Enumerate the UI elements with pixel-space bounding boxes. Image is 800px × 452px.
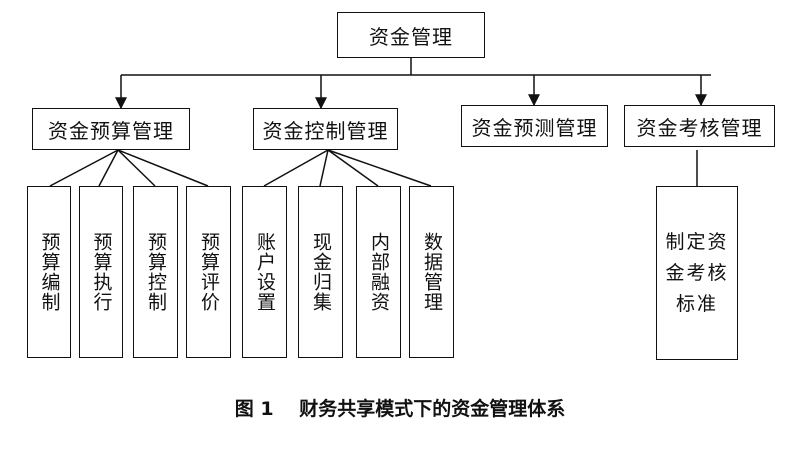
fan-line-control-3 (327, 149, 379, 187)
leaf-budget-execute: 预算执行 (79, 186, 123, 358)
leaf-data-management: 数据管理 (409, 186, 454, 358)
fan-line-budget-1 (49, 149, 119, 187)
fan-line-control-4 (327, 149, 432, 187)
figure-caption: 图 1 财务共享模式下的资金管理体系 (234, 398, 566, 420)
branch-control-box: 资金控制管理 (253, 108, 398, 150)
fan-line-budget-3 (117, 149, 156, 187)
leaf-account-setup: 账户设置 (242, 186, 287, 358)
leaf-cash-pooling: 现金归集 (298, 186, 343, 358)
fan-line-budget-4 (117, 149, 209, 187)
leaf-assess-standard: 制定资金考核标准 (656, 186, 738, 360)
branch-forecast-box: 资金预测管理 (461, 105, 608, 147)
root-box: 资金管理 (337, 12, 485, 58)
fan-line-control-1 (263, 149, 329, 187)
branch-budget-box: 资金预算管理 (32, 108, 190, 150)
fan-line-control-2 (319, 149, 329, 187)
branch-assess-box: 资金考核管理 (624, 105, 775, 147)
leaf-budget-compile: 预算编制 (27, 186, 71, 358)
fan-line-budget-2 (98, 149, 119, 187)
leaf-budget-evaluate: 预算评价 (186, 186, 231, 358)
leaf-budget-control: 预算控制 (133, 186, 178, 358)
leaf-internal-financing: 内部融资 (356, 186, 401, 358)
